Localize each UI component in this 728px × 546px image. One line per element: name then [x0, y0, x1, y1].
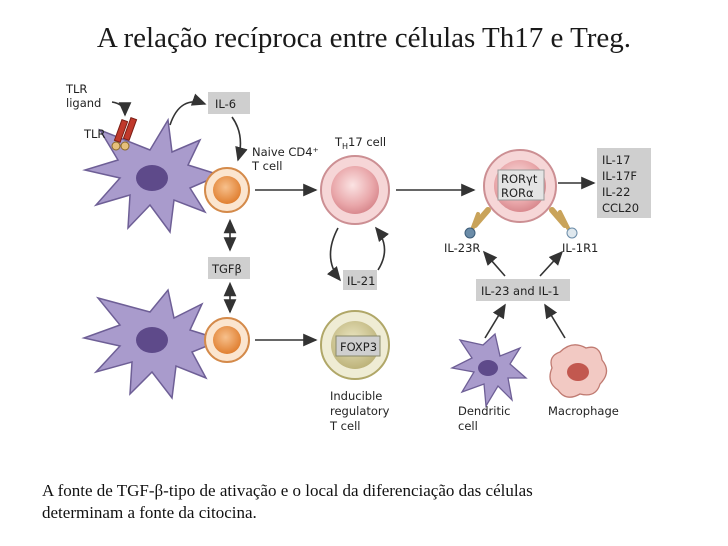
il21-label: IL-21 [347, 274, 375, 288]
cytokine-2: IL-22 [602, 185, 630, 199]
naive-label-2: T cell [251, 159, 282, 173]
caption: A fonte de TGF-β-tipo de ativação e o lo… [42, 480, 702, 524]
th17-label-sub: H [342, 142, 348, 151]
tlr-receptor-icon [111, 116, 138, 151]
il1r1-receptor-icon [549, 207, 578, 239]
il23-to-il23r-arrow [482, 250, 506, 277]
tlr-ligand-arrow [111, 101, 132, 117]
rorgt-label: RORγt [501, 172, 538, 186]
il23r-receptor-icon [464, 207, 491, 239]
th17-label-suffix: 17 cell [348, 135, 386, 149]
cytokines-box [597, 148, 651, 218]
il21-up-arrow [375, 226, 389, 271]
slide-title: A relação recíproca entre células Th17 e… [96, 22, 632, 54]
dc-to-il6-arrow [169, 93, 207, 126]
il23-il1-label: IL-23 and IL-1 [481, 284, 559, 298]
macrophage-label: Macrophage [548, 404, 619, 418]
tlr-label: TLR [83, 127, 105, 141]
th17-label-prefix: T [334, 135, 343, 149]
naive-t-cell-bottom [204, 317, 250, 363]
il21-down-arrow [326, 227, 342, 282]
itreg-cell [320, 310, 390, 380]
cytokine-1: IL-17F [602, 169, 637, 183]
il1r1-label: IL-1R1 [562, 241, 598, 255]
dendritic-cell-small [449, 332, 528, 409]
th17-label: TH17 cell [334, 135, 386, 151]
il1-to-il1r1-arrow [539, 250, 564, 277]
tlr-ligand-label-2: ligand [66, 96, 101, 110]
tlr-ligand-label-1: TLR [65, 82, 87, 96]
caption-line-1: A fonte de TGF-β-tipo de ativação e o lo… [42, 481, 533, 500]
cytokine-0: IL-17 [602, 153, 630, 167]
il23-il1-box [476, 279, 570, 301]
th17-cell [320, 155, 390, 225]
foxp3-label: FOXP3 [340, 340, 377, 354]
dendritic-label-1: Dendritic [458, 404, 510, 418]
effector-th17-cell [483, 149, 557, 223]
il6-box [208, 92, 250, 114]
macrophage-to-il1-arrow [544, 303, 566, 339]
tgfb-box [208, 257, 250, 279]
itreg-label-3: T cell [329, 419, 360, 433]
il23r-label: IL-23R [444, 241, 480, 255]
il6-to-naive-arrow [231, 116, 248, 162]
naive-t-cell-top [204, 167, 250, 213]
il21-box [343, 270, 377, 290]
dendritic-label-2: cell [458, 419, 478, 433]
tgfb-label: TGFβ [211, 262, 242, 276]
cytokine-3: CCL20 [602, 201, 639, 215]
naive-label-1: Naive CD4⁺ [252, 145, 319, 159]
rora-label: RORα [501, 186, 534, 200]
dc-to-il23-arrow [484, 303, 506, 339]
itreg-label-1: Inducible [330, 389, 382, 403]
caption-line-2: determinam a fonte da citocina. [42, 503, 257, 522]
dendritic-cell-bottom [81, 288, 225, 400]
itreg-label-2: regulatory [330, 404, 390, 418]
il6-label: IL-6 [215, 97, 236, 111]
macrophage-cell [549, 344, 608, 398]
